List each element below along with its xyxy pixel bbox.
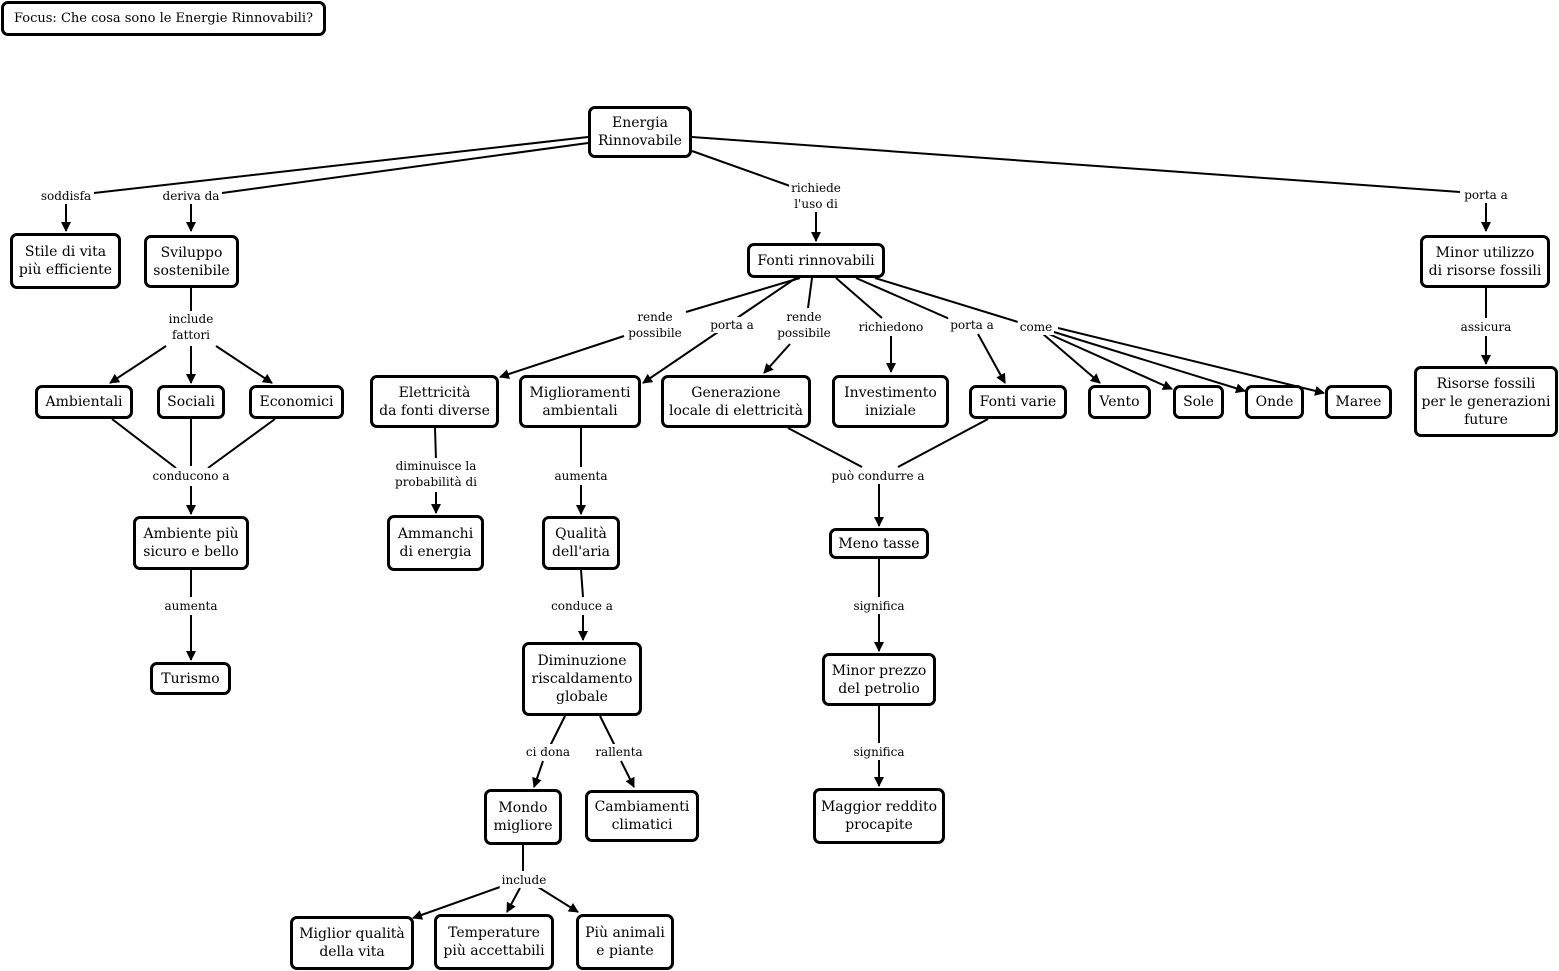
connector [835, 277, 883, 319]
connector [109, 345, 167, 384]
connector [506, 887, 521, 913]
node-onde[interactable]: Onde [1245, 385, 1304, 419]
node-sviluppo-sostenibile[interactable]: Sviluppo sostenibile [144, 235, 239, 288]
connector [221, 142, 589, 194]
connector [499, 335, 625, 379]
link-label: significa [851, 744, 907, 760]
node-turismo[interactable]: Turismo [150, 662, 231, 695]
link-label: porta a [948, 317, 996, 333]
node-diminuzione[interactable]: Diminuzione riscaldamento globale [522, 642, 642, 716]
link-label: come [1017, 319, 1055, 335]
connector [787, 427, 863, 468]
connector [642, 331, 719, 384]
link-label: rende possibile [775, 309, 833, 341]
node-fonti-varie[interactable]: Fonti varie [969, 385, 1067, 419]
connector [691, 136, 1461, 193]
node-miglior-qualita[interactable]: Miglior qualità della vita [290, 916, 414, 970]
connector [977, 333, 1006, 384]
link-label: porta a [1462, 187, 1510, 203]
connector [549, 715, 566, 747]
connector [215, 345, 273, 384]
link-label: ci dona [523, 744, 573, 760]
connector [1048, 333, 1173, 390]
node-ambiente-sicuro[interactable]: Ambiente più sicuro e bello [133, 516, 249, 570]
link-label: rende possibile [626, 309, 684, 341]
link-label: soddisfa [38, 188, 94, 204]
link-label: significa [851, 598, 907, 614]
link-label: richiede l'uso di [789, 180, 843, 212]
node-animali[interactable]: Più animali e piante [576, 914, 674, 970]
node-investimento[interactable]: Investimento iniziale [832, 375, 949, 428]
link-label: rallenta [593, 744, 645, 760]
link-label: aumenta [552, 468, 610, 484]
connector [1057, 327, 1325, 396]
connector [763, 343, 791, 374]
node-maree[interactable]: Maree [1325, 385, 1392, 419]
node-meno-tasse[interactable]: Meno tasse [829, 528, 929, 559]
connector [1053, 331, 1246, 394]
connector [412, 886, 501, 920]
connector [1042, 333, 1101, 384]
connector [807, 277, 813, 309]
node-minor-utilizzo[interactable]: Minor utilizzo di risorse fossili [1420, 235, 1550, 288]
node-sociali[interactable]: Sociali [157, 385, 225, 419]
connector [874, 277, 1019, 323]
connector [532, 760, 544, 788]
link-label: richiedono [856, 319, 926, 335]
node-miglioramenti[interactable]: Miglioramenti ambientali [519, 375, 641, 428]
node-vento[interactable]: Vento [1088, 385, 1151, 419]
connector [580, 569, 584, 598]
node-ammanchi[interactable]: Ammanchi di energia [387, 515, 484, 571]
node-elettricita[interactable]: Elettricità da fonti diverse [370, 375, 499, 428]
connector [537, 886, 579, 913]
node-minor-prezzo[interactable]: Minor prezzo del petrolio [822, 653, 936, 706]
node-temperature[interactable]: Temperature più accettabili [434, 914, 554, 970]
node-generazione-locale[interactable]: Generazione locale di elettricità [661, 375, 811, 428]
connector [111, 418, 177, 469]
connector [897, 418, 989, 468]
link-label: aumenta [162, 598, 220, 614]
node-energia-rinnovabile[interactable]: Energia Rinnovabile [588, 106, 692, 158]
node-ambientali[interactable]: Ambientali [35, 385, 133, 419]
connector [685, 277, 801, 313]
connector [434, 427, 437, 461]
connector [599, 715, 616, 747]
link-label: porta a [708, 317, 756, 333]
node-sole[interactable]: Sole [1173, 385, 1224, 419]
node-maggior-reddito[interactable]: Maggior reddito procapite [813, 788, 945, 844]
node-fonti-rinnovabili[interactable]: Fonti rinnovabili [747, 243, 885, 278]
link-label: conducono a [150, 468, 232, 484]
node-mondo-migliore[interactable]: Mondo migliore [484, 789, 562, 845]
connector [620, 760, 635, 788]
link-label: deriva da [160, 188, 222, 204]
link-label: conduce a [549, 598, 615, 614]
link-label: può condurre a [829, 468, 927, 484]
node-cambiamenti[interactable]: Cambiamenti climatici [585, 790, 699, 842]
node-qualita-aria[interactable]: Qualità dell'aria [542, 516, 620, 570]
connector [855, 277, 953, 321]
connector [93, 136, 589, 194]
link-label: assicura [1458, 319, 1514, 335]
link-label: diminuisce la probabilità di [393, 458, 479, 490]
connector [207, 418, 276, 469]
node-economici[interactable]: Economici [249, 385, 344, 419]
link-label: include fattori [166, 311, 216, 343]
focus-question: Focus: Che cosa sono le Energie Rinnovab… [1, 1, 326, 36]
node-risorse-fossili[interactable]: Risorse fossili per le generazioni futur… [1414, 366, 1558, 437]
connector [736, 277, 797, 319]
node-stile-di-vita[interactable]: Stile di vita più efficiente [10, 233, 121, 289]
link-label: include [499, 872, 549, 888]
connector [691, 150, 791, 187]
